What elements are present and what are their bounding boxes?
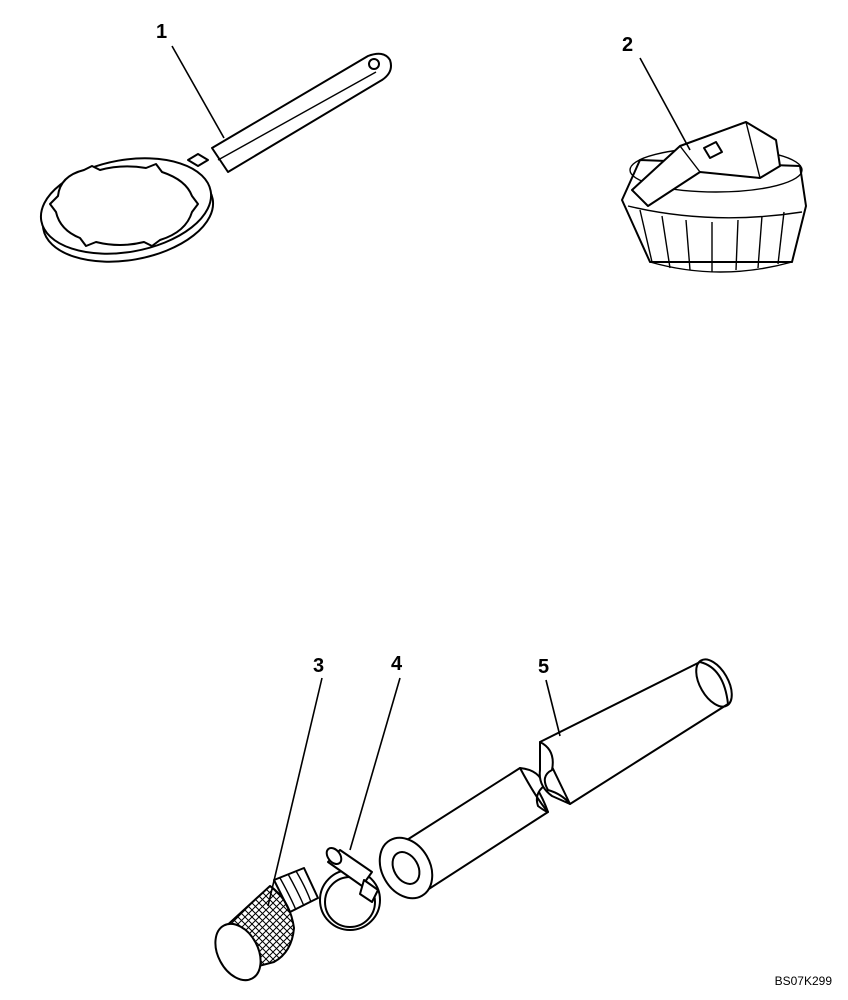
knurled-fitting [206,868,318,988]
callout-1: 1 [156,21,168,43]
callout-4: 4 [391,653,403,675]
callout-5: 5 [538,656,550,678]
callout-3: 3 [313,655,325,677]
hose [369,653,739,907]
hose-clamp [320,845,380,930]
leader-4 [350,678,400,850]
leader-5 [546,680,560,736]
callout-2: 2 [622,34,634,56]
figure-reference-code: BS07K299 [774,974,832,988]
filter-wrench [33,54,391,274]
leader-1 [172,46,224,138]
leader-3 [268,678,322,906]
leader-2 [640,58,690,150]
filter-cap-wrench [622,122,806,272]
